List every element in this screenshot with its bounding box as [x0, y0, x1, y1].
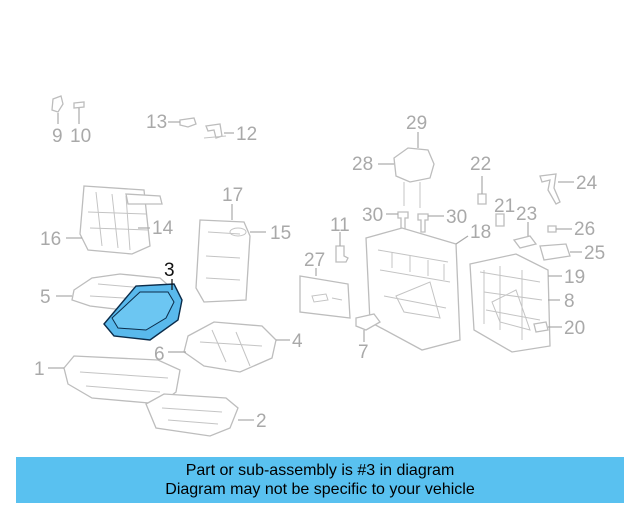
part-18-back-frame — [365, 227, 461, 351]
part-13-clip — [179, 117, 197, 128]
part-notice-banner: Part or sub-assembly is #3 in diagram Di… — [16, 457, 624, 503]
notice-line-2: Diagram may not be specific to your vehi… — [165, 481, 475, 498]
part-25-cover — [539, 243, 571, 261]
part-7-bracket — [355, 313, 381, 331]
callout-8: 8 — [564, 291, 575, 312]
callout-14: 14 — [152, 218, 174, 239]
part-1-seat-pan — [63, 355, 181, 405]
part-30-guide-right — [417, 213, 429, 233]
callout-29: 29 — [406, 113, 427, 134]
part-10-clip — [73, 101, 85, 109]
callout-1: 1 — [34, 359, 45, 380]
part-20-bolt — [533, 321, 549, 333]
callout-30-right: 30 — [446, 207, 467, 228]
callout-12: 12 — [236, 124, 257, 145]
part-12-bracket — [203, 123, 227, 139]
callout-16: 16 — [40, 229, 61, 250]
callout-26: 26 — [574, 219, 595, 240]
callout-17: 17 — [222, 185, 243, 206]
callout-21: 21 — [494, 196, 515, 217]
callout-24: 24 — [576, 173, 598, 194]
callout-18: 18 — [470, 222, 491, 243]
callout-20: 20 — [564, 318, 585, 339]
part-30-guide-left — [397, 211, 409, 231]
part-14-trim — [125, 193, 163, 205]
callout-27: 27 — [304, 250, 325, 271]
callout-19: 19 — [564, 267, 585, 288]
part-26-screw — [547, 225, 557, 233]
callout-11: 11 — [330, 215, 350, 236]
callout-2: 2 — [256, 411, 267, 432]
part-2-tray — [145, 393, 239, 437]
callout-28: 28 — [352, 154, 373, 175]
part-8-frame — [483, 266, 523, 340]
callout-10: 10 — [70, 126, 91, 147]
part-3-seat-cushion-highlighted — [103, 283, 183, 341]
callout-3: 3 — [164, 260, 175, 281]
part-19-back-panel — [469, 253, 551, 353]
callout-15: 15 — [270, 223, 291, 244]
callout-23: 23 — [516, 204, 537, 225]
callout-4: 4 — [292, 331, 303, 352]
part-29-headrest — [393, 147, 435, 208]
notice-line-1: Part or sub-assembly is #3 in diagram — [185, 462, 455, 479]
callout-5: 5 — [40, 287, 51, 308]
callout-25: 25 — [584, 243, 605, 264]
callout-13: 13 — [146, 112, 167, 133]
part-24-strap — [539, 173, 561, 205]
part-17-back-cover — [195, 219, 251, 303]
part-11-bolt — [335, 245, 349, 263]
part-27-plate — [299, 275, 351, 319]
part-21-clip — [495, 213, 505, 227]
part-4-lower-cushion — [183, 321, 277, 373]
callout-30-left: 30 — [362, 205, 383, 226]
callout-22: 22 — [470, 154, 491, 175]
part-22-clip — [477, 193, 487, 205]
part-23-latch — [512, 235, 538, 249]
callout-9: 9 — [52, 126, 63, 147]
callout-7: 7 — [358, 342, 369, 363]
callout-6: 6 — [154, 344, 165, 365]
part-9-clip — [51, 95, 64, 113]
